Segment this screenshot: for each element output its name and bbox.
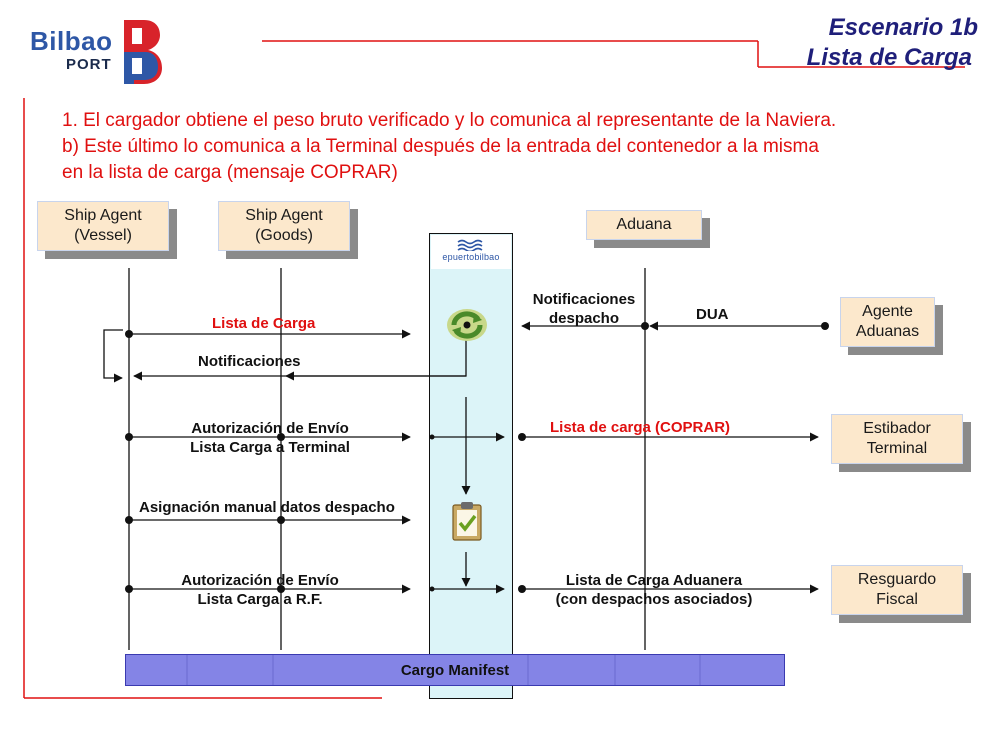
logo-subtext: PORT: [66, 56, 112, 73]
message-autorizacion-rf-line1: Autorización de Envío: [181, 572, 339, 589]
epuertobilbao-waves-icon: [457, 239, 483, 251]
process-cycle-icon: [447, 309, 487, 341]
message-dua: DUA: [696, 306, 729, 323]
actor-agente-aduanas-line2: Aduanas: [855, 323, 920, 340]
epuertobilbao-column: [429, 233, 513, 699]
page-title-line2: Lista de Carga: [806, 44, 972, 71]
message-lista-carga-aduanera-line1: Lista de Carga Aduanera: [565, 572, 743, 589]
message-notificaciones-despacho: Notificaciones despacho: [527, 290, 641, 328]
actor-resguardo-fiscal: Resguardo Fiscal: [831, 565, 963, 615]
message-autorizacion-terminal-line1: Autorización de Envío: [191, 420, 349, 437]
epuertobilbao-logo-area: [431, 235, 511, 269]
description-line1: 1. El cargador obtiene el peso bruto ver…: [62, 110, 837, 131]
actor-ship-agent-goods-line2: (Goods): [255, 227, 313, 244]
message-autorizacion-terminal-line2: Lista Carga a Terminal: [190, 439, 350, 456]
actor-ship-agent-goods: Ship Agent (Goods): [218, 201, 350, 251]
cargo-manifest-grid: [186, 655, 701, 685]
actor-agente-aduanas-line1: Agente: [862, 303, 913, 320]
message-lista-carga-coprar: Lista de carga (COPRAR): [550, 419, 731, 436]
message-notificaciones-despacho-line2: despacho: [548, 310, 620, 327]
epuertobilbao-label: epuertobilbao: [442, 252, 500, 262]
actor-resguardo-fiscal-line2: Fiscal: [876, 591, 918, 608]
actor-estibador-terminal-line1: Estibador: [863, 420, 931, 437]
actor-agente-aduanas: Agente Aduanas: [840, 297, 935, 347]
message-lista-de-carga: Lista de Carga: [212, 315, 316, 332]
message-autorizacion-envio-rf: Autorización de Envío Lista Carga a R.F.: [160, 571, 360, 609]
message-notificaciones: Notificaciones: [198, 353, 301, 370]
message-autorizacion-rf-line2: Lista Carga a R.F.: [197, 591, 323, 608]
scenario-description: 1. El cargador obtiene el peso bruto ver…: [62, 108, 982, 186]
actor-ship-agent-vessel-line1: Ship Agent: [64, 207, 142, 224]
message-lista-carga-aduanera: Lista de Carga Aduanera (con despachos a…: [536, 571, 772, 609]
message-notificaciones-despacho-line1: Notificaciones: [532, 291, 636, 308]
actor-aduana-label: Aduana: [616, 216, 672, 233]
cargo-manifest-bar: [125, 654, 785, 686]
message-asignacion-manual: Asignación manual datos despacho: [139, 499, 395, 516]
logo-text: Bilbao: [30, 26, 113, 56]
description-line2: b) Este último lo comunica a la Terminal…: [62, 136, 819, 157]
cargo-manifest-label: Cargo Manifest: [400, 661, 510, 679]
description-line3: en la lista de carga (mensaje COPRAR): [62, 162, 398, 183]
message-autorizacion-envio-terminal: Autorización de Envío Lista Carga a Term…: [170, 419, 370, 457]
actor-estibador-terminal-line2: Terminal: [866, 440, 928, 457]
page-title-line1: Escenario 1b: [828, 14, 978, 41]
actor-aduana: Aduana: [586, 210, 702, 240]
logo-b-icon: [124, 20, 162, 84]
actor-ship-agent-vessel-line2: (Vessel): [74, 227, 132, 244]
actor-estibador-terminal: Estibador Terminal: [831, 414, 963, 464]
actor-ship-agent-goods-line1: Ship Agent: [245, 207, 323, 224]
actor-resguardo-fiscal-line1: Resguardo: [857, 571, 937, 588]
clipboard-check-icon: [452, 502, 482, 541]
message-lista-carga-aduanera-line2: (con despachos asociados): [555, 591, 753, 608]
actor-ship-agent-vessel: Ship Agent (Vessel): [37, 201, 169, 251]
